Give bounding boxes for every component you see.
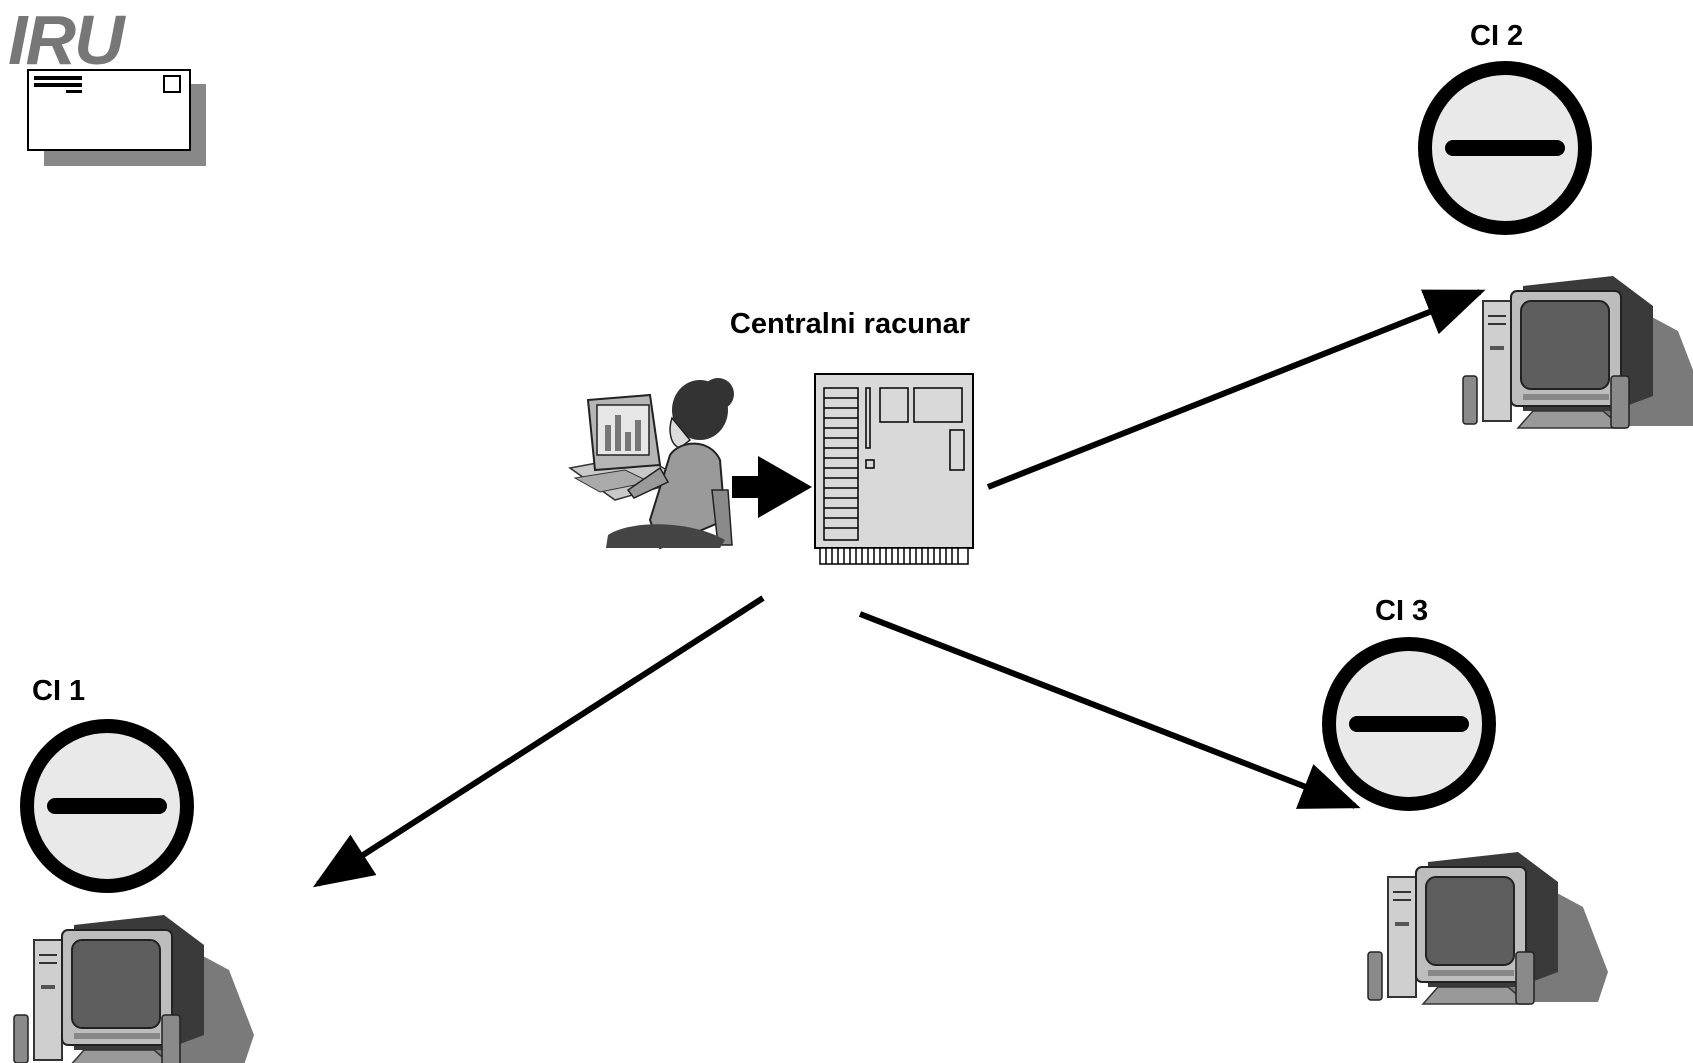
no-entry-sign-icon — [1425, 68, 1585, 228]
arrow-to-ci2 — [986, 289, 1486, 490]
desktop-computer-icon — [13, 914, 255, 1063]
central-computer-label: Centralni racunar — [730, 308, 970, 340]
no-entry-sign-icon — [27, 726, 187, 886]
node-ci3: CI 3 — [1329, 595, 1609, 1005]
node-ci2: CI 2 — [1425, 20, 1693, 429]
iru-logo: IRU — [8, 1, 128, 79]
envelope-icon — [27, 69, 206, 166]
logo-text: IRU — [8, 1, 126, 79]
desktop-computer-icon — [1462, 275, 1693, 429]
server-cabinet-icon — [814, 373, 974, 565]
no-entry-sign-icon — [1329, 644, 1489, 804]
arrow-to-ci3 — [858, 611, 1361, 809]
desktop-computer-icon — [1367, 851, 1609, 1005]
node-ci2-label: CI 2 — [1470, 20, 1523, 52]
node-ci1-label: CI 1 — [32, 675, 85, 707]
input-arrow-icon — [732, 456, 812, 518]
arrow-to-ci1 — [312, 595, 765, 888]
node-ci1: CI 1 — [13, 675, 255, 1063]
operator-at-computer-icon — [568, 378, 734, 550]
node-ci3-label: CI 3 — [1375, 595, 1428, 627]
